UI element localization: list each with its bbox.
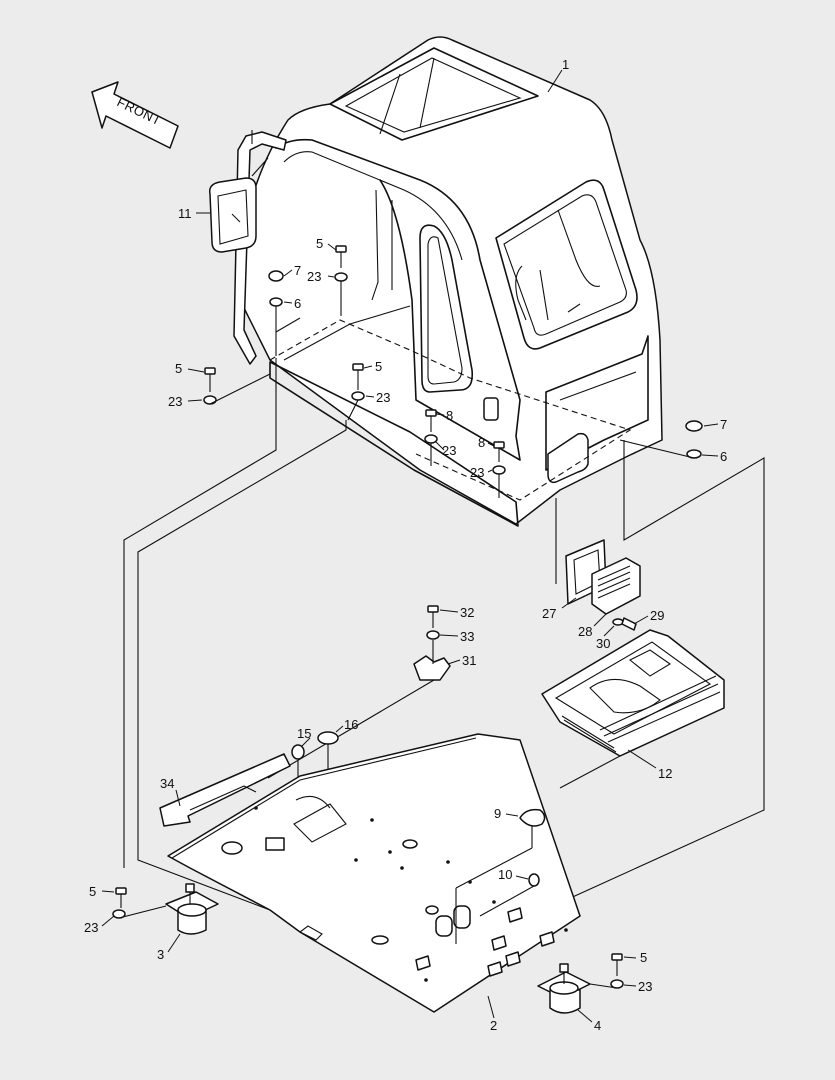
bolt-group-cab bbox=[203, 245, 703, 498]
callout-7: 7 bbox=[720, 417, 727, 432]
callout-29: 29 bbox=[650, 608, 664, 623]
callout-5: 5 bbox=[175, 361, 182, 376]
callout-12: 12 bbox=[658, 766, 672, 781]
controller-unit-12 bbox=[541, 629, 725, 789]
callout-15: 15 bbox=[297, 726, 311, 741]
callout-23: 23 bbox=[168, 394, 182, 409]
callout-8: 8 bbox=[478, 435, 485, 450]
callout-2: 2 bbox=[490, 1018, 497, 1033]
callout-6: 6 bbox=[294, 296, 301, 311]
grommet-group bbox=[455, 808, 546, 944]
callout-10: 10 bbox=[498, 867, 512, 882]
callout-23: 23 bbox=[307, 269, 321, 284]
callout-6: 6 bbox=[720, 449, 727, 464]
callout-28: 28 bbox=[578, 624, 592, 639]
callout-3: 3 bbox=[157, 947, 164, 962]
callout-5: 5 bbox=[316, 236, 323, 251]
callout-34: 34 bbox=[160, 776, 174, 791]
callout-30: 30 bbox=[596, 636, 610, 651]
callout-9: 9 bbox=[494, 806, 501, 821]
callout-16: 16 bbox=[344, 717, 358, 732]
mount-3 bbox=[112, 883, 219, 935]
callout-33: 33 bbox=[460, 629, 474, 644]
callout-23: 23 bbox=[638, 979, 652, 994]
callout-23: 23 bbox=[442, 443, 456, 458]
callout-8: 8 bbox=[446, 408, 453, 423]
callout-labels: 1 11 5 7 23 6 5 23 5 23 8 23 8 23 7 6 27… bbox=[84, 57, 727, 1033]
bracket-group-31 bbox=[267, 605, 451, 779]
mounting-lines bbox=[123, 358, 765, 911]
leader-lines bbox=[101, 69, 719, 1023]
front-direction-arrow: FRONT bbox=[91, 81, 179, 149]
callout-4: 4 bbox=[594, 1018, 601, 1033]
callout-27: 27 bbox=[542, 606, 556, 621]
callout-23: 23 bbox=[376, 390, 390, 405]
callout-11: 11 bbox=[178, 206, 192, 221]
callout-7: 7 bbox=[294, 263, 301, 278]
vent-panel-group bbox=[565, 539, 641, 631]
callout-5: 5 bbox=[375, 359, 382, 374]
mount-4 bbox=[537, 953, 624, 1014]
callout-1: 1 bbox=[562, 57, 569, 72]
callout-23: 23 bbox=[84, 920, 98, 935]
mirror-part-11 bbox=[208, 157, 269, 253]
callout-32: 32 bbox=[460, 605, 474, 620]
callout-23: 23 bbox=[470, 465, 484, 480]
cab-assembly bbox=[233, 36, 663, 527]
floor-plate-2 bbox=[167, 733, 581, 1013]
callout-31: 31 bbox=[462, 653, 476, 668]
callout-5: 5 bbox=[89, 884, 96, 899]
callout-5: 5 bbox=[640, 950, 647, 965]
